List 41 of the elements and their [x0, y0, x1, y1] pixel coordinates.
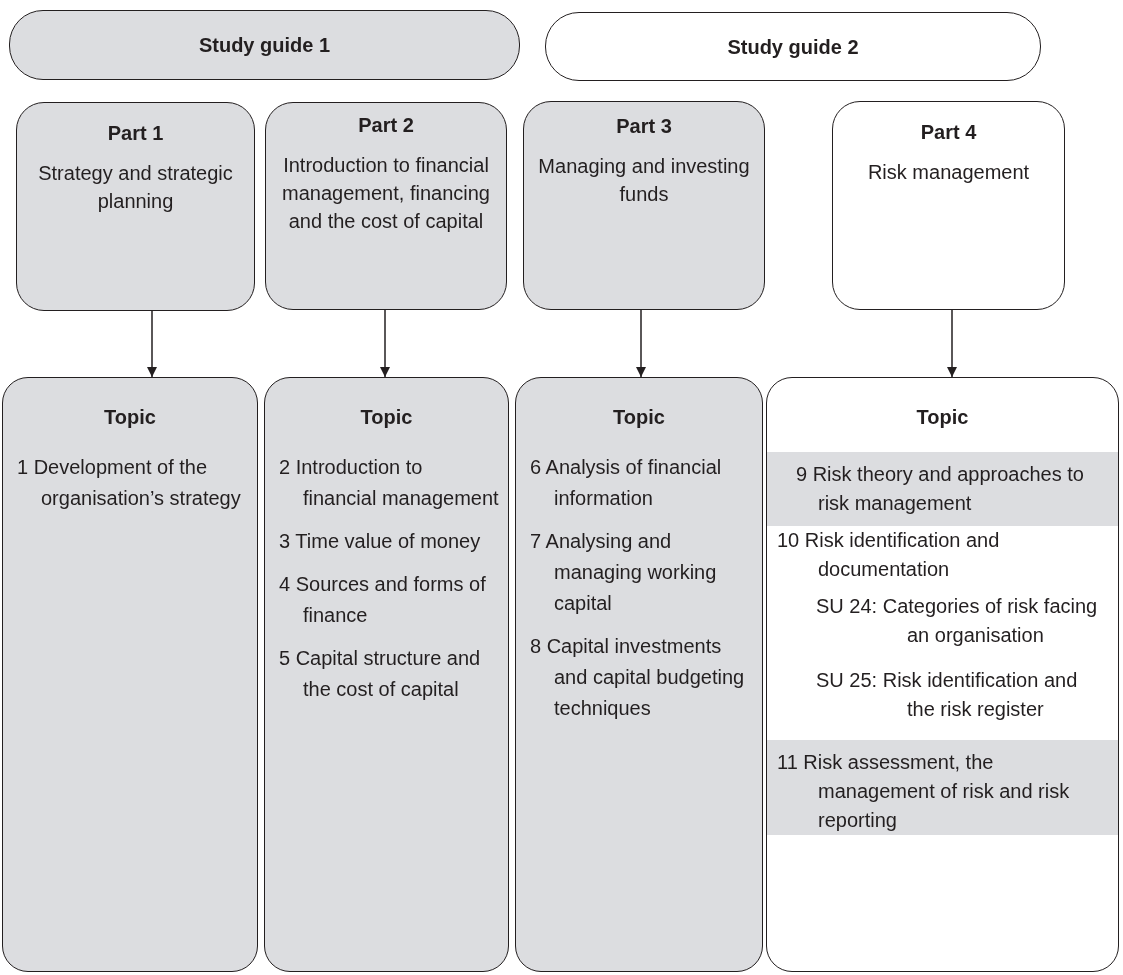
heading-text: Part 3: [615, 114, 673, 139]
part-box: [523, 101, 765, 310]
topic-text: 4 Sources and forms of finance: [278, 572, 487, 628]
topic-text: Managing and investing funds: [537, 154, 751, 207]
part-box: [16, 102, 255, 311]
topic-box: [2, 377, 258, 972]
arrow: [946, 309, 958, 378]
topic-text: 5 Capital structure and the cost of capital: [278, 646, 482, 702]
topic-text: 1 Development of the organisation’s strategy: [16, 455, 242, 511]
topic-text: SU 25: Risk identification and the risk register: [815, 668, 1079, 722]
topic-text: Risk management: [866, 160, 1031, 185]
heading-text: Study guide 2: [727, 34, 859, 60]
topic-band: [767, 452, 1118, 526]
topic-text: 10 Risk identification and documentation: [776, 528, 1001, 582]
topic-text: 9 Risk theory and approaches to risk management: [795, 462, 1085, 516]
topic-text: 11 Risk assessment, the management of risk and risk reporting: [776, 750, 1071, 833]
topic-text: 2 Introduction to financial management: [278, 455, 500, 511]
heading-text: Part 4: [919, 120, 978, 145]
topic-text: Strategy and strategic planning: [37, 161, 234, 214]
topic-box: [766, 377, 1119, 972]
part-box: [832, 101, 1065, 310]
topic-text: 6 Analysis of financial information: [529, 455, 723, 511]
topic-band: [767, 740, 1118, 835]
topic-box: [264, 377, 509, 972]
arrow: [146, 310, 158, 378]
part-box: [265, 102, 507, 310]
heading-text: Topic: [612, 405, 666, 430]
topic-text: SU 24: Categories of risk facing an organisation: [815, 594, 1099, 648]
arrow: [635, 309, 647, 378]
topic-box: [515, 377, 763, 972]
arrow: [379, 309, 391, 378]
heading-text: Part 1: [106, 121, 165, 146]
heading-text: Topic: [359, 405, 414, 430]
heading-text: Topic: [915, 405, 970, 430]
topic-text: Introduction to financial management, financing and the cost of capital: [281, 153, 491, 234]
topic-text: 8 Capital investments and capital budgeting techniques: [529, 634, 746, 721]
heading-text: Topic: [103, 405, 157, 430]
topic-text: 3 Time value of money: [278, 529, 482, 554]
heading-text: Part 2: [357, 113, 415, 138]
heading-text: Study guide 1: [198, 33, 331, 58]
topic-text: 7 Analysing and managing working capital: [529, 529, 718, 616]
